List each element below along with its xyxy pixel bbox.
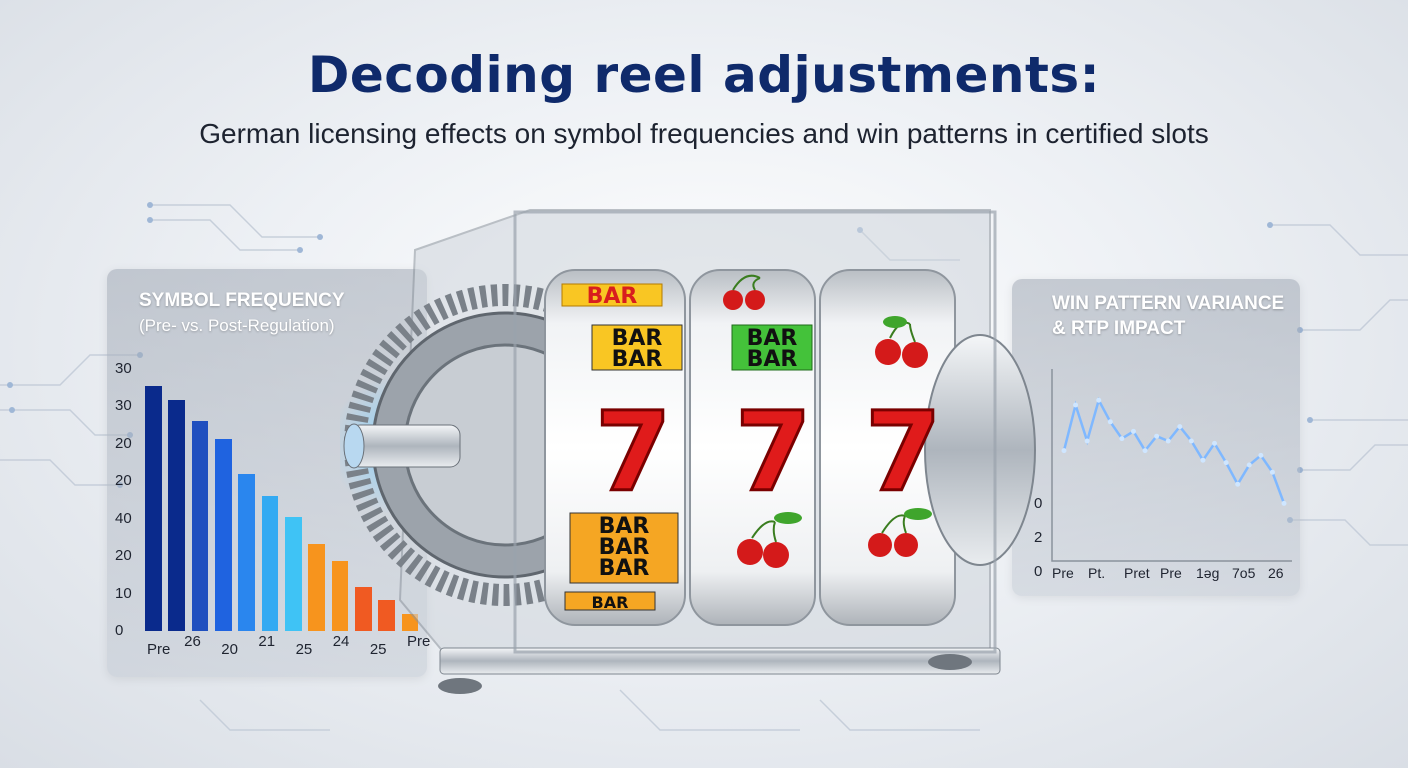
seven-symbol: 7 — [595, 388, 672, 516]
x-tick-label: 20 — [221, 641, 238, 658]
symbol-frequency-heading: SYMBOL FREQUENCY — [139, 290, 345, 311]
y-tick-label: 0 — [115, 622, 124, 639]
frequency-bar — [331, 561, 349, 631]
variance-point — [1119, 436, 1125, 442]
svg-text:BAR: BAR — [747, 347, 798, 372]
variance-point — [1258, 452, 1264, 458]
win-pattern-heading-line1: WIN PATTERN VARIANCE — [1052, 293, 1285, 314]
x-tick-label: 7o5 — [1232, 565, 1256, 581]
frequency-bar — [145, 386, 162, 631]
line-chart-svg — [1051, 369, 1292, 562]
cherry-symbol — [723, 274, 765, 310]
y-tick-label: 30 — [115, 397, 132, 415]
variance-point — [1223, 460, 1229, 466]
frequency-bar — [215, 438, 232, 631]
bar-symbol: BAR — [564, 591, 656, 612]
axle — [349, 424, 461, 468]
variance-point — [1084, 438, 1090, 444]
variance-point — [1107, 419, 1113, 425]
frequency-bar — [168, 399, 186, 631]
variance-point — [1246, 462, 1252, 468]
cherry-symbol — [875, 316, 928, 368]
machine-foot — [438, 678, 482, 694]
machine-base — [439, 647, 1001, 675]
svg-text:BAR: BAR — [599, 514, 650, 539]
x-tick-label: Pt. — [1088, 565, 1106, 581]
y-tick-label: 20 — [115, 472, 132, 490]
svg-text:BAR: BAR — [747, 326, 798, 351]
x-tick-label: Pret — [1124, 565, 1150, 581]
cherry-symbol — [868, 508, 932, 557]
variance-point — [1200, 457, 1206, 463]
reel-end-cap — [924, 334, 1036, 566]
x-tick-label: Pre — [1052, 565, 1074, 581]
y-tick-label: 20 — [115, 434, 132, 452]
machine-foot — [928, 654, 972, 670]
bar-symbol: BAR — [561, 283, 663, 309]
seven-symbol: 7 — [735, 388, 812, 516]
y-tick-label: 10 — [115, 584, 132, 602]
symbol-frequency-panel: SYMBOL FREQUENCY (Pre- vs. Post-Regulati… — [107, 269, 431, 677]
variance-point — [1281, 500, 1287, 506]
x-tick-label: 21 — [258, 633, 276, 650]
x-tick-label: 25 — [295, 641, 313, 658]
x-tick-label: Pre — [147, 641, 171, 658]
glass-frame — [513, 210, 997, 654]
frequency-bar — [285, 517, 302, 631]
variance-point — [1096, 397, 1102, 403]
x-tick-label: 1əg — [1196, 565, 1220, 581]
svg-text:BAR: BAR — [612, 326, 663, 351]
page-subtitle: German licensing effects on symbol frequ… — [199, 118, 1209, 149]
x-tick-label: 25 — [369, 641, 387, 658]
frequency-bar — [308, 543, 326, 631]
variance-point — [1142, 448, 1148, 454]
page-title: Decoding reel adjustments: — [307, 46, 1101, 104]
variance-line — [1062, 396, 1286, 504]
symbol-frequency-subheading: (Pre- vs. Post-Regulation) — [139, 316, 335, 335]
y-tick-label: 0 — [1034, 563, 1043, 580]
frequency-bar — [191, 421, 209, 631]
variance-point — [1165, 438, 1171, 444]
svg-text:BAR: BAR — [599, 535, 650, 560]
y-tick-label: 0 — [1034, 495, 1043, 512]
y-tick-label: 30 — [115, 360, 132, 377]
x-tick-label: Pre — [407, 633, 431, 650]
variance-point — [1154, 433, 1160, 439]
variance-point — [1061, 448, 1067, 454]
svg-text:BAR: BAR — [592, 593, 629, 612]
x-tick-label: 26 — [1268, 565, 1284, 581]
variance-point — [1177, 424, 1183, 430]
variance-point — [1212, 440, 1218, 446]
x-tick-label: Pre — [1160, 565, 1182, 581]
x-tick-label: 26 — [184, 633, 201, 650]
y-tick-label: 2 — [1034, 529, 1043, 546]
svg-text:BAR: BAR — [599, 556, 650, 581]
y-tick-label: 40 — [115, 509, 132, 527]
svg-text:BAR: BAR — [612, 347, 663, 372]
variance-point — [1235, 481, 1241, 487]
x-tick-label: 24 — [332, 633, 350, 650]
variance-point — [1073, 402, 1079, 408]
cherry-symbol — [737, 512, 802, 568]
frequency-bar — [238, 473, 256, 631]
variance-point — [1188, 438, 1194, 444]
win-pattern-heading-line2: & RTP IMPACT — [1052, 318, 1186, 339]
variance-point — [1130, 428, 1136, 434]
frequency-bar — [378, 600, 396, 631]
chart-axes — [1051, 369, 1292, 562]
variance-point — [1269, 469, 1275, 475]
frequency-bar — [355, 587, 372, 631]
y-tick-label: 20 — [115, 547, 132, 565]
seven-symbol: 7 — [865, 388, 942, 516]
frequency-bar — [261, 495, 279, 631]
svg-text:BAR: BAR — [587, 284, 638, 309]
axle-cap — [343, 423, 365, 469]
